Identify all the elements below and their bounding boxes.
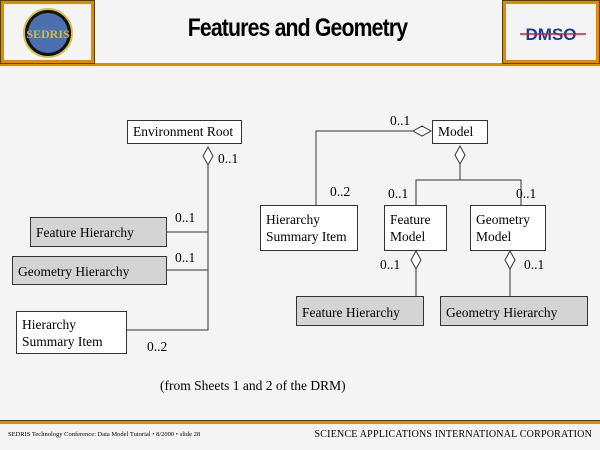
- multiplicity-label: 0..2: [330, 184, 351, 199]
- dmso-logo: DMSO: [520, 25, 586, 44]
- geometry-hierarchy-class: Geometry Hierarchy: [12, 256, 167, 285]
- feature-hierarchy-class: Feature Hierarchy: [30, 217, 167, 247]
- class-label: Geometry Hierarchy: [446, 305, 558, 320]
- multiplicity-label: 0..1: [388, 186, 409, 201]
- multiplicity-label: 0..1: [218, 151, 239, 166]
- connector: [126, 165, 209, 331]
- aggregation-diamond: [454, 144, 466, 166]
- dmso-logo-box: DMSO: [502, 0, 600, 64]
- model-class: Model: [432, 120, 488, 144]
- sedris-logo-box: SEDRIS: [0, 0, 95, 64]
- aggregation-diamond: [202, 145, 214, 167]
- geometry-hierarchy-class: Geometry Hierarchy: [440, 296, 588, 326]
- multiplicity-label: 0..2: [147, 339, 168, 354]
- header-bar: [0, 0, 600, 66]
- environment-root-class: Environment Root: [127, 120, 242, 144]
- sedris-logo: SEDRIS: [23, 8, 73, 58]
- multiplicity-label: 0..1: [175, 210, 196, 225]
- aggregation-diamond: [411, 125, 433, 137]
- class-label: Feature: [390, 212, 431, 227]
- class-label: Geometry Hierarchy: [18, 264, 130, 279]
- class-label: Summary Item: [266, 229, 347, 244]
- class-label: Hierarchy: [22, 317, 76, 332]
- multiplicity-label: 0..1: [380, 257, 401, 272]
- class-label: Model: [390, 229, 426, 244]
- class-label: Model: [476, 229, 512, 244]
- multiplicity-label: 0..1: [516, 186, 537, 201]
- footer-left-text: SEDRIS Technology Conference: Data Model…: [8, 431, 201, 438]
- footer-divider: [0, 420, 600, 424]
- connector: [415, 179, 522, 205]
- class-label: Model: [438, 124, 474, 139]
- connector: [315, 130, 413, 205]
- class-label: Feature Hierarchy: [302, 305, 400, 320]
- svg-text:SEDRIS: SEDRIS: [26, 27, 70, 41]
- feature-hierarchy-class: Feature Hierarchy: [296, 296, 424, 326]
- class-label: Geometry: [476, 212, 530, 227]
- multiplicity-label: 0..1: [175, 250, 196, 265]
- class-label: Hierarchy: [266, 212, 320, 227]
- footer-right-text: SCIENCE APPLICATIONS INTERNATIONAL CORPO…: [314, 429, 592, 440]
- multiplicity-label: 0..1: [524, 257, 545, 272]
- caption: (from Sheets 1 and 2 of the DRM): [160, 378, 346, 393]
- multiplicity-label: 0..1: [390, 113, 411, 128]
- aggregation-diamond: [410, 249, 422, 271]
- class-label: Feature Hierarchy: [36, 225, 134, 240]
- page-title: Features and Geometry: [187, 14, 408, 42]
- class-label: Summary Item: [22, 334, 103, 349]
- aggregation-diamond: [504, 249, 516, 271]
- class-label: Environment Root: [133, 124, 234, 139]
